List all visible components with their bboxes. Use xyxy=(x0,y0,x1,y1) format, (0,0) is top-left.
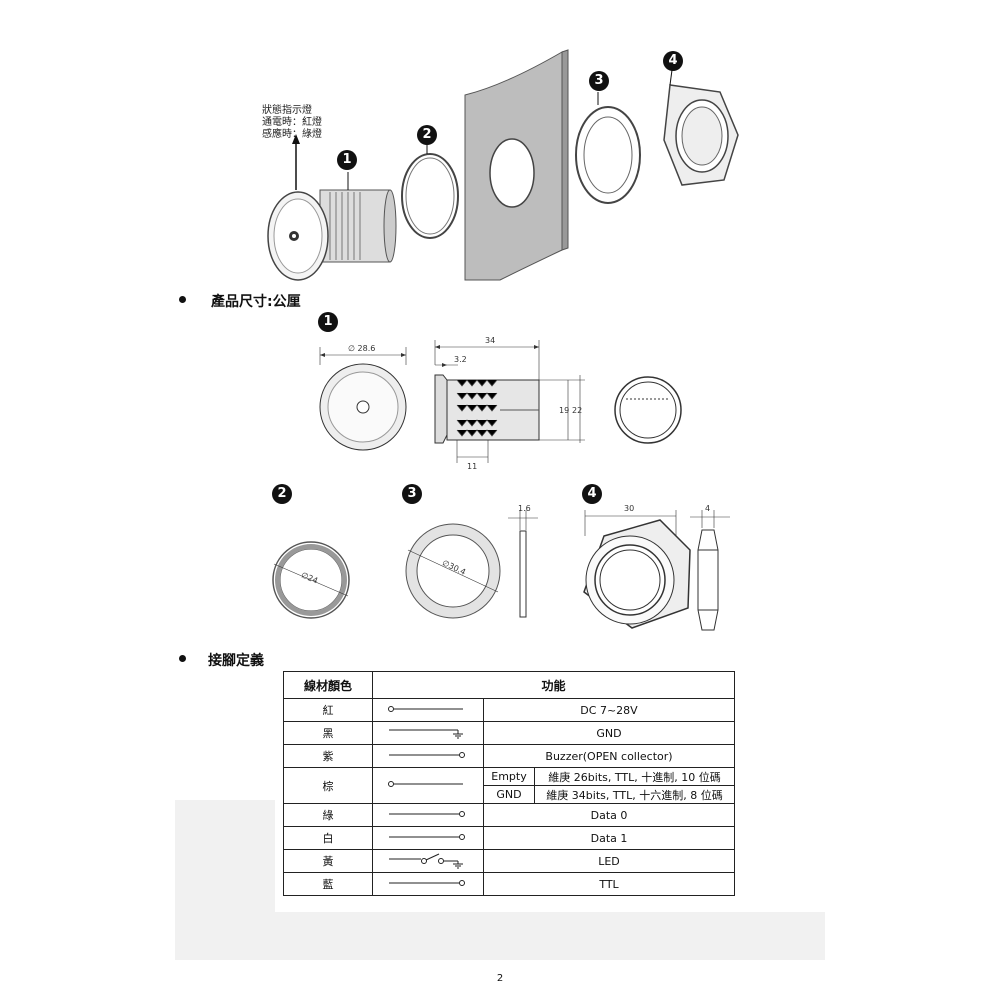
wire-color-cell: 藍 xyxy=(283,872,373,896)
dim-thickness-4: 4 xyxy=(705,504,710,513)
badge-part-1: 1 xyxy=(337,150,357,170)
page-number: 2 xyxy=(496,973,504,984)
output-symbol xyxy=(372,872,484,896)
section-dimensions-title: 產品尺寸:公厘 xyxy=(211,294,301,310)
dim-flange-3-2: 3.2 xyxy=(454,355,467,364)
wire-color-cell: 黃 xyxy=(283,849,373,873)
header-wire-color: 線材顏色 xyxy=(283,671,373,699)
switch-ground-symbol xyxy=(372,849,484,873)
table-row: 紅 DC 7~28V xyxy=(283,698,735,722)
badge-dim-1: 1 xyxy=(318,312,338,332)
dim-width-30: 30 xyxy=(624,504,634,513)
mounting-panel xyxy=(464,49,569,281)
dim-height-19: 19 xyxy=(559,406,569,415)
table-row: 棕 Empty 維庚 26bits, TTL, 十進制, 10 位碼 xyxy=(283,767,735,804)
dim-length-34: 34 xyxy=(485,336,495,345)
dim-diameter-28-6: ∅ 28.6 xyxy=(348,344,375,353)
bullet-pins xyxy=(179,655,186,662)
function-sub-cell: GND 維庚 34bits, TTL, 十六進制, 8 位碼 xyxy=(483,785,735,804)
callout-line-1: 狀態指示燈 xyxy=(262,105,312,116)
dimension-drawing-part1: ∅ 28.6 34 3.2 19 22 11 xyxy=(319,336,682,471)
table-row: 白 Data 1 xyxy=(283,826,735,850)
table-row: 黑 GND xyxy=(283,721,735,745)
table-row: GND 維庚 34bits, TTL, 十六進制, 8 位碼 xyxy=(284,785,735,804)
table-header-row: 線材顏色 功能 xyxy=(283,671,735,699)
badge-dim-2: 2 xyxy=(272,484,292,504)
function-cell: DC 7~28V xyxy=(483,698,735,722)
output-symbol xyxy=(372,803,484,827)
exploded-view-illustration xyxy=(267,49,739,281)
wire-color-cell: 紫 xyxy=(283,744,373,768)
wire-color-cell: 黑 xyxy=(283,721,373,745)
dim-thread-11: 11 xyxy=(467,462,477,471)
table-row: 綠 Data 0 xyxy=(283,803,735,827)
section-pins-title: 接腳定義 xyxy=(208,653,264,669)
bullet-dimensions xyxy=(179,296,186,303)
header-function: 功能 xyxy=(372,671,735,699)
badge-part-2: 2 xyxy=(417,125,437,145)
function-sub-cell: Empty 維庚 26bits, TTL, 十進制, 10 位碼 xyxy=(483,767,735,786)
wire-color-cell: 紅 xyxy=(283,698,373,722)
dimension-drawing-parts234: ∅24 ∅30.4 1.6 30 4 xyxy=(272,504,730,631)
badge-part-3: 3 xyxy=(589,71,609,91)
badge-part-4: 4 xyxy=(663,51,683,71)
ring-2 xyxy=(401,153,459,239)
dim-height-22: 22 xyxy=(572,406,582,415)
function-cell: Data 0 xyxy=(483,803,735,827)
output-symbol xyxy=(372,744,484,768)
function-cell: TTL xyxy=(483,872,735,896)
wire-color-cell: 綠 xyxy=(283,803,373,827)
output-symbol xyxy=(372,826,484,850)
pin-definition-table: 線材顏色 功能 紅 DC 7~28V 黑 GND 紫 Buzzer(OPEN c… xyxy=(283,671,735,896)
function-cell: Data 1 xyxy=(483,826,735,850)
hex-nut-4 xyxy=(663,84,739,186)
function-cell: Buzzer(OPEN collector) xyxy=(483,744,735,768)
badge-dim-3: 3 xyxy=(402,484,422,504)
callout-line-2: 通電時：紅燈 xyxy=(262,117,322,128)
sub-label: Empty xyxy=(484,768,535,785)
callout-line-3: 感應時：綠燈 xyxy=(262,129,322,140)
power-symbol xyxy=(372,698,484,722)
input-symbol xyxy=(372,767,484,804)
sub-text: 維庚 34bits, TTL, 十六進制, 8 位碼 xyxy=(546,788,723,802)
wire-color-cell: 棕 xyxy=(283,767,373,804)
dim-thickness-1-6: 1.6 xyxy=(518,504,531,513)
gray-panel-bottom xyxy=(175,912,825,960)
function-cell: LED xyxy=(483,849,735,873)
sub-label: GND xyxy=(484,786,535,803)
function-cell: GND xyxy=(483,721,735,745)
ground-symbol xyxy=(372,721,484,745)
status-indicator-callout: 狀態指示燈 通電時：紅燈 感應時：綠燈 xyxy=(262,105,322,141)
wire-color-cell: 白 xyxy=(283,826,373,850)
table-row: 紫 Buzzer(OPEN collector) xyxy=(283,744,735,768)
table-row: 黃 LED xyxy=(283,849,735,873)
table-row: 藍 TTL xyxy=(283,872,735,896)
sub-text: 維庚 26bits, TTL, 十進制, 10 位碼 xyxy=(548,770,721,784)
badge-dim-4: 4 xyxy=(582,484,602,504)
reader-body xyxy=(267,172,397,281)
